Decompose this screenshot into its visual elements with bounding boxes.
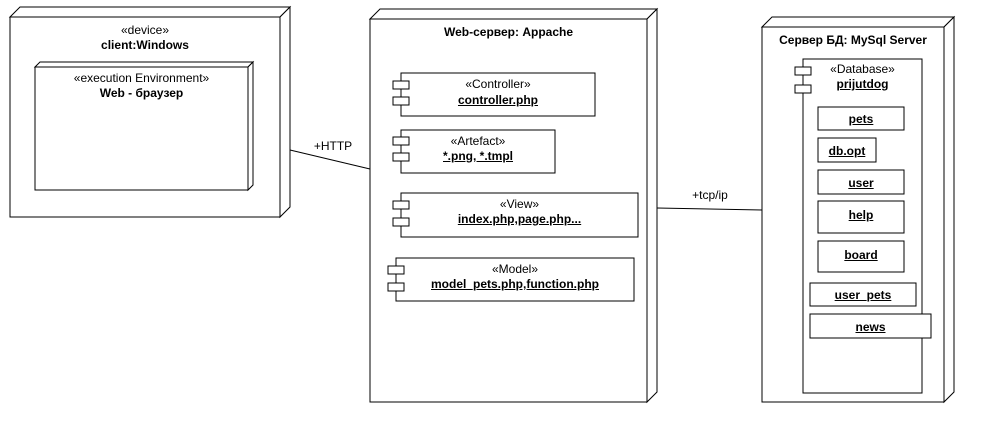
component-view-box <box>392 192 639 238</box>
table-board: board <box>844 248 878 262</box>
table-help: help <box>848 208 874 222</box>
view-name: index.php,page.php... <box>457 212 582 226</box>
tcp-connector-label: +tcp/ip <box>692 188 728 202</box>
component-controller-box <box>392 72 596 117</box>
web-server-title: Web-сервер: Appache <box>443 25 574 39</box>
view-stereotype: «View» <box>499 197 540 211</box>
table-box-user <box>817 169 905 195</box>
table-user-pets: user_pets <box>834 288 892 302</box>
execution-environment-name: Web - браузер <box>99 86 184 100</box>
table-box-user-pets <box>809 282 917 307</box>
table-box-pets <box>817 106 905 131</box>
table-box-board <box>817 240 905 273</box>
table-news: news <box>855 320 886 334</box>
execution-environment-box <box>33 60 255 192</box>
table-box-help <box>817 200 905 234</box>
http-connector-label: +HTTP <box>313 139 353 153</box>
table-box-news <box>809 313 932 339</box>
client-node-name: client:Windows <box>101 38 189 52</box>
component-model-box <box>387 257 635 302</box>
artefact-stereotype: «Artefact» <box>450 134 506 148</box>
table-db-opt: db.opt <box>828 144 866 158</box>
client-node-stereotype: «device» <box>120 23 170 37</box>
http-connector-line <box>289 149 371 170</box>
artefact-name: *.png, *.tmpl <box>443 149 513 163</box>
model-stereotype: «Model» <box>491 262 539 276</box>
db-server-title: Сервер БД: MySql Server <box>779 33 927 47</box>
controller-name: controller.php <box>457 93 538 107</box>
controller-stereotype: «Controller» <box>465 77 531 91</box>
database-name: prijutdog <box>836 77 889 91</box>
table-pets: pets <box>848 112 874 126</box>
table-user: user <box>848 176 874 190</box>
tcp-connector-line <box>656 207 763 211</box>
execution-environment-stereotype: «execution Environment» <box>73 71 210 85</box>
database-stereotype: «Database» <box>830 62 895 76</box>
model-name: model_pets.php,function.php <box>431 277 599 291</box>
table-box-dbopt <box>817 137 877 163</box>
component-artefact-box <box>392 129 556 174</box>
